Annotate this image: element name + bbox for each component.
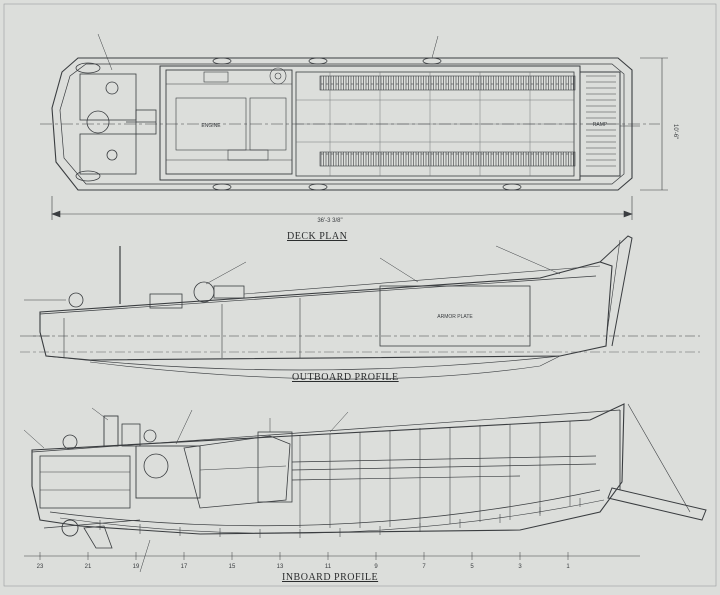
outboard-profile-title: OUTBOARD PROFILE xyxy=(292,372,399,383)
overall-length-label: 36'-3 3/8" xyxy=(317,218,342,224)
deck-plan-hull-outline xyxy=(51,57,633,191)
floor-grating-upper xyxy=(319,75,576,91)
inboard-profile-title: INBOARD PROFILE xyxy=(282,572,379,583)
frame-number: 21 xyxy=(85,564,92,570)
frame-number: 9 xyxy=(374,564,378,570)
frame-number: 5 xyxy=(470,564,474,570)
ramp-lowered xyxy=(607,487,707,521)
length-dimension xyxy=(51,196,633,220)
inboard-profile-view xyxy=(23,403,707,573)
frame-number: 13 xyxy=(277,564,284,570)
engine-block xyxy=(135,445,201,499)
frame-number: 23 xyxy=(37,564,44,570)
frame-number: 3 xyxy=(518,564,522,570)
armor-plate xyxy=(379,285,531,347)
engine-compartment xyxy=(165,69,293,175)
beam-dimension xyxy=(640,57,668,191)
floor-grating-lower xyxy=(319,151,576,167)
frame-number: 1 xyxy=(566,564,570,570)
frame-number: 15 xyxy=(229,564,236,570)
armor-plate-callout: ARMOR PLATE xyxy=(437,314,473,320)
ramp-profile xyxy=(599,235,633,347)
frame-number: 17 xyxy=(181,564,188,570)
frame-number: 19 xyxy=(133,564,140,570)
deck-plan-title: DECK PLAN xyxy=(287,231,348,242)
deck-plan-view xyxy=(40,33,668,220)
bottom-frames xyxy=(99,498,581,538)
stern-hatch-lower xyxy=(79,133,137,175)
frame-number: 7 xyxy=(422,564,426,570)
ramp-callout: RAMP xyxy=(593,122,608,128)
engine-callout: ENGINE xyxy=(201,123,221,129)
outboard-hull-outline xyxy=(39,261,613,361)
frame-number-labels: 23 21 19 17 15 13 11 9 7 5 3 1 xyxy=(37,564,571,570)
outboard-profile-view xyxy=(20,235,700,380)
frame-number: 11 xyxy=(325,564,332,570)
propeller xyxy=(61,519,79,537)
beam-label: 10'-6" xyxy=(672,124,678,139)
coxswain-station xyxy=(86,110,110,134)
stern-hatch-upper xyxy=(79,73,137,121)
